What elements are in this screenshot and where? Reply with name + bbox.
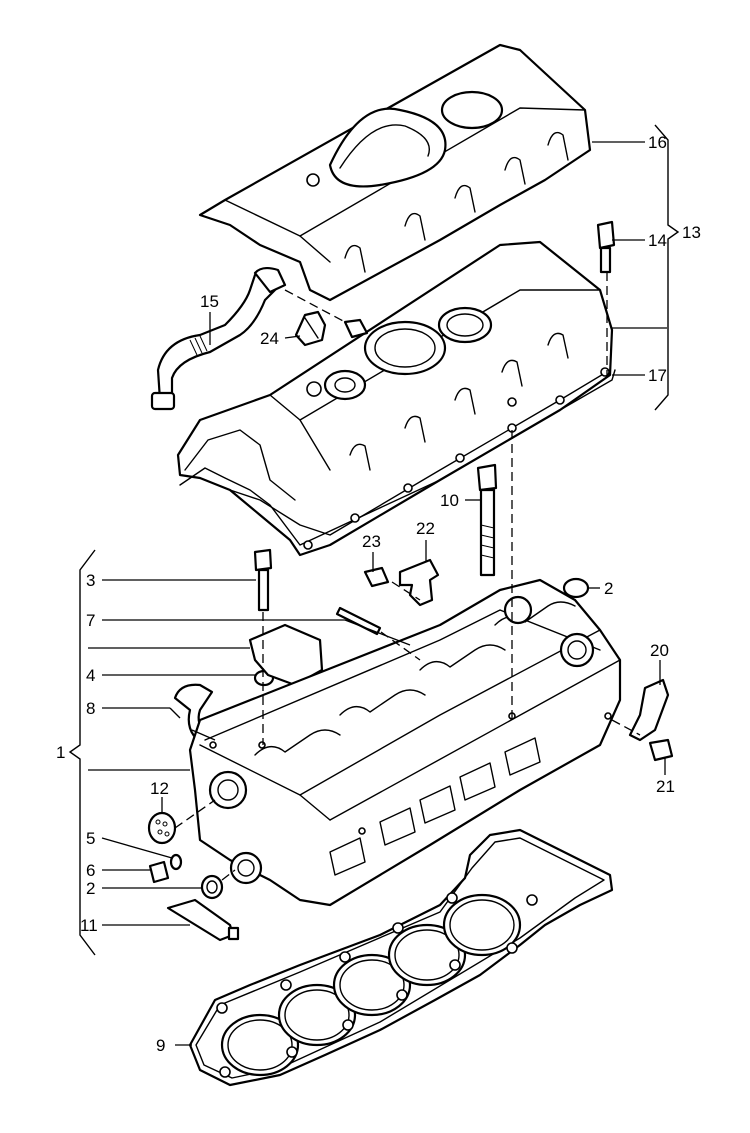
- engine-cover: [198, 43, 592, 302]
- small-parts-top: [173, 220, 674, 762]
- callout-15: 15: [200, 292, 219, 311]
- breather-hose: [150, 266, 287, 411]
- brace-1: [68, 549, 96, 956]
- callout-2-top: 2: [604, 579, 613, 598]
- callout-labels: 16 14 13 15 24 17 10 23 22 3 2 7 20 4 8 …: [56, 133, 701, 1055]
- callout-1: 1: [56, 743, 65, 762]
- callout-17: 17: [648, 366, 667, 385]
- callout-6: 6: [86, 861, 95, 880]
- callout-22: 22: [416, 519, 435, 538]
- callout-21: 21: [656, 777, 675, 796]
- callout-14: 14: [648, 231, 667, 250]
- callout-4: 4: [86, 666, 95, 685]
- callout-7: 7: [86, 611, 95, 630]
- brace-13: [654, 124, 680, 411]
- head-gasket: [188, 828, 614, 1087]
- leader-lines: [88, 141, 667, 1046]
- callout-12: 12: [150, 779, 169, 798]
- callout-8: 8: [86, 699, 95, 718]
- callout-24: 24: [260, 329, 279, 348]
- callout-2-bottom: 2: [86, 879, 95, 898]
- valve-cover: [176, 240, 616, 557]
- callout-16: 16: [648, 133, 667, 152]
- callout-10: 10: [440, 491, 459, 510]
- callout-3: 3: [86, 571, 95, 590]
- small-parts-bottom: [147, 811, 240, 942]
- callout-20: 20: [650, 641, 669, 660]
- callout-13: 13: [682, 223, 701, 242]
- callout-23: 23: [362, 532, 381, 551]
- callout-9: 9: [156, 1036, 165, 1055]
- braces: [68, 124, 680, 956]
- callout-5: 5: [86, 829, 95, 848]
- alignment-lines: [174, 272, 641, 881]
- callout-11: 11: [80, 916, 98, 935]
